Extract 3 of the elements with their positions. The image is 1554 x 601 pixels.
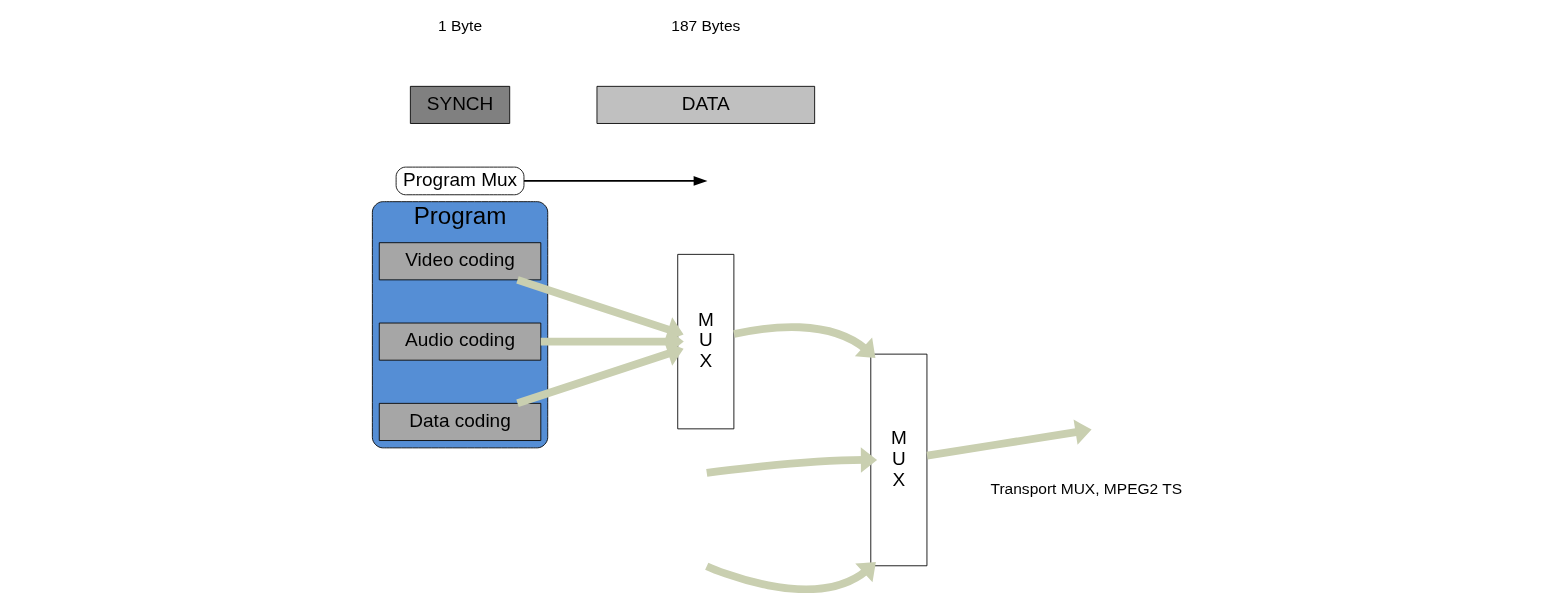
- label: 187 Bytes: [670, 16, 740, 34]
- label: 1 Byte: [437, 16, 482, 34]
- label: Transport MUX, MPEG2 TS: [990, 479, 1182, 497]
